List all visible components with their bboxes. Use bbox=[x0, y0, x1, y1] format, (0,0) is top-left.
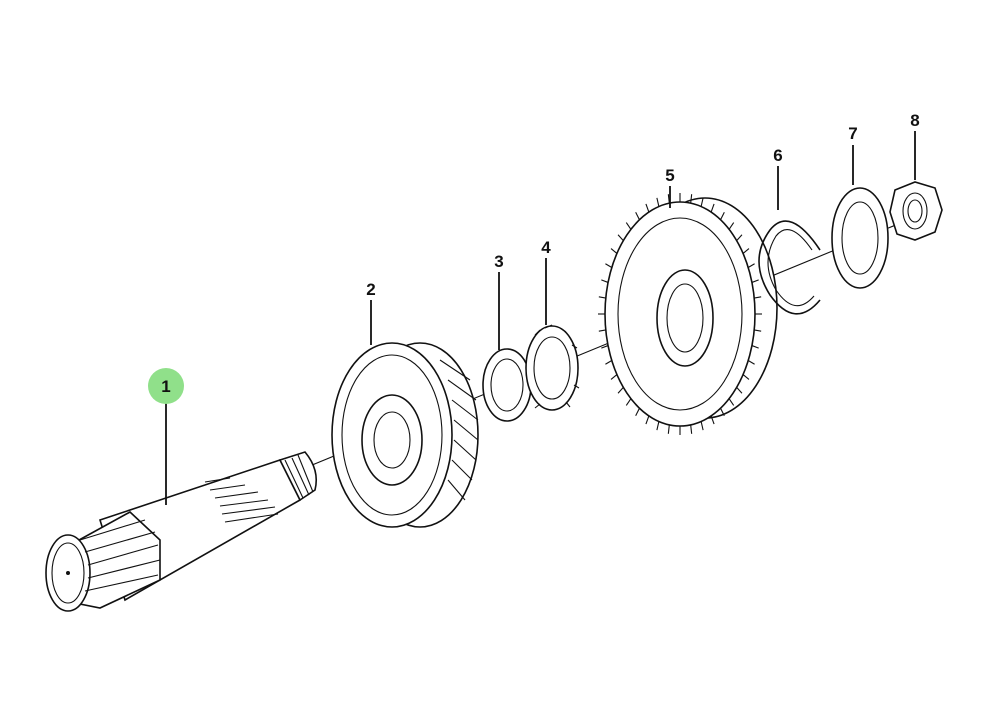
gear-tooth bbox=[598, 296, 606, 299]
gear-tooth bbox=[617, 234, 624, 242]
gear-tooth bbox=[742, 374, 750, 380]
gear-tooth bbox=[625, 398, 632, 406]
gear-tooth bbox=[690, 424, 693, 434]
gear-tooth bbox=[720, 211, 725, 221]
gear-tooth bbox=[710, 415, 715, 425]
part-2-synchronizer-hub[interactable] bbox=[331, 342, 479, 528]
callout-1-highlight bbox=[148, 368, 184, 404]
gear-tooth bbox=[617, 386, 624, 394]
callout-2[interactable]: 2 bbox=[366, 280, 375, 299]
gear-tooth bbox=[667, 424, 670, 434]
gear-tooth bbox=[736, 234, 743, 242]
gear-tooth bbox=[601, 279, 609, 283]
gear-tooth bbox=[754, 296, 762, 299]
gear-tooth bbox=[736, 386, 743, 394]
callout-7[interactable]: 7 bbox=[848, 124, 857, 143]
callout-3[interactable]: 3 bbox=[494, 252, 503, 271]
gear-tooth bbox=[690, 194, 693, 204]
callout-1[interactable]: 1 bbox=[161, 377, 170, 396]
callout-8[interactable]: 8 bbox=[910, 111, 919, 130]
gear-tooth bbox=[656, 197, 660, 207]
gear-tooth bbox=[728, 398, 735, 406]
part-3-ring[interactable] bbox=[482, 348, 532, 422]
gear-tooth bbox=[645, 203, 650, 213]
gear-tooth bbox=[635, 211, 640, 221]
callout-4[interactable]: 4 bbox=[541, 238, 551, 257]
part-7-washer[interactable] bbox=[831, 187, 889, 289]
part-4-synchro-ring[interactable] bbox=[525, 324, 580, 411]
gear-tooth bbox=[747, 263, 755, 268]
gear-tooth bbox=[720, 407, 725, 417]
gear-tooth bbox=[635, 407, 640, 417]
gear-tooth bbox=[754, 329, 762, 332]
gear-tooth bbox=[625, 222, 632, 230]
gear-tooth bbox=[605, 263, 613, 268]
gear-tooth bbox=[605, 360, 613, 365]
part-6-circlip[interactable] bbox=[758, 220, 821, 315]
gear-tooth bbox=[598, 329, 606, 332]
gear-tooth bbox=[645, 415, 650, 425]
gear-tooth bbox=[751, 345, 759, 349]
gear-tooth bbox=[747, 360, 755, 365]
gear-tooth bbox=[610, 248, 618, 254]
gear-tooth bbox=[751, 279, 759, 283]
gear-tooth bbox=[610, 374, 618, 380]
gear-tooth bbox=[742, 248, 750, 254]
part-5-gear[interactable] bbox=[598, 193, 778, 435]
gear-tooth bbox=[728, 222, 735, 230]
gear-tooth bbox=[700, 197, 704, 207]
gear-tooth bbox=[601, 345, 609, 349]
gear-tooth bbox=[710, 203, 715, 213]
callout-5[interactable]: 5 bbox=[665, 166, 674, 185]
gear-tooth bbox=[700, 421, 704, 431]
part-1-shaft[interactable] bbox=[45, 451, 318, 612]
part-8-nut[interactable] bbox=[889, 181, 943, 241]
gear-tooth bbox=[656, 421, 660, 431]
callout-6[interactable]: 6 bbox=[773, 146, 782, 165]
